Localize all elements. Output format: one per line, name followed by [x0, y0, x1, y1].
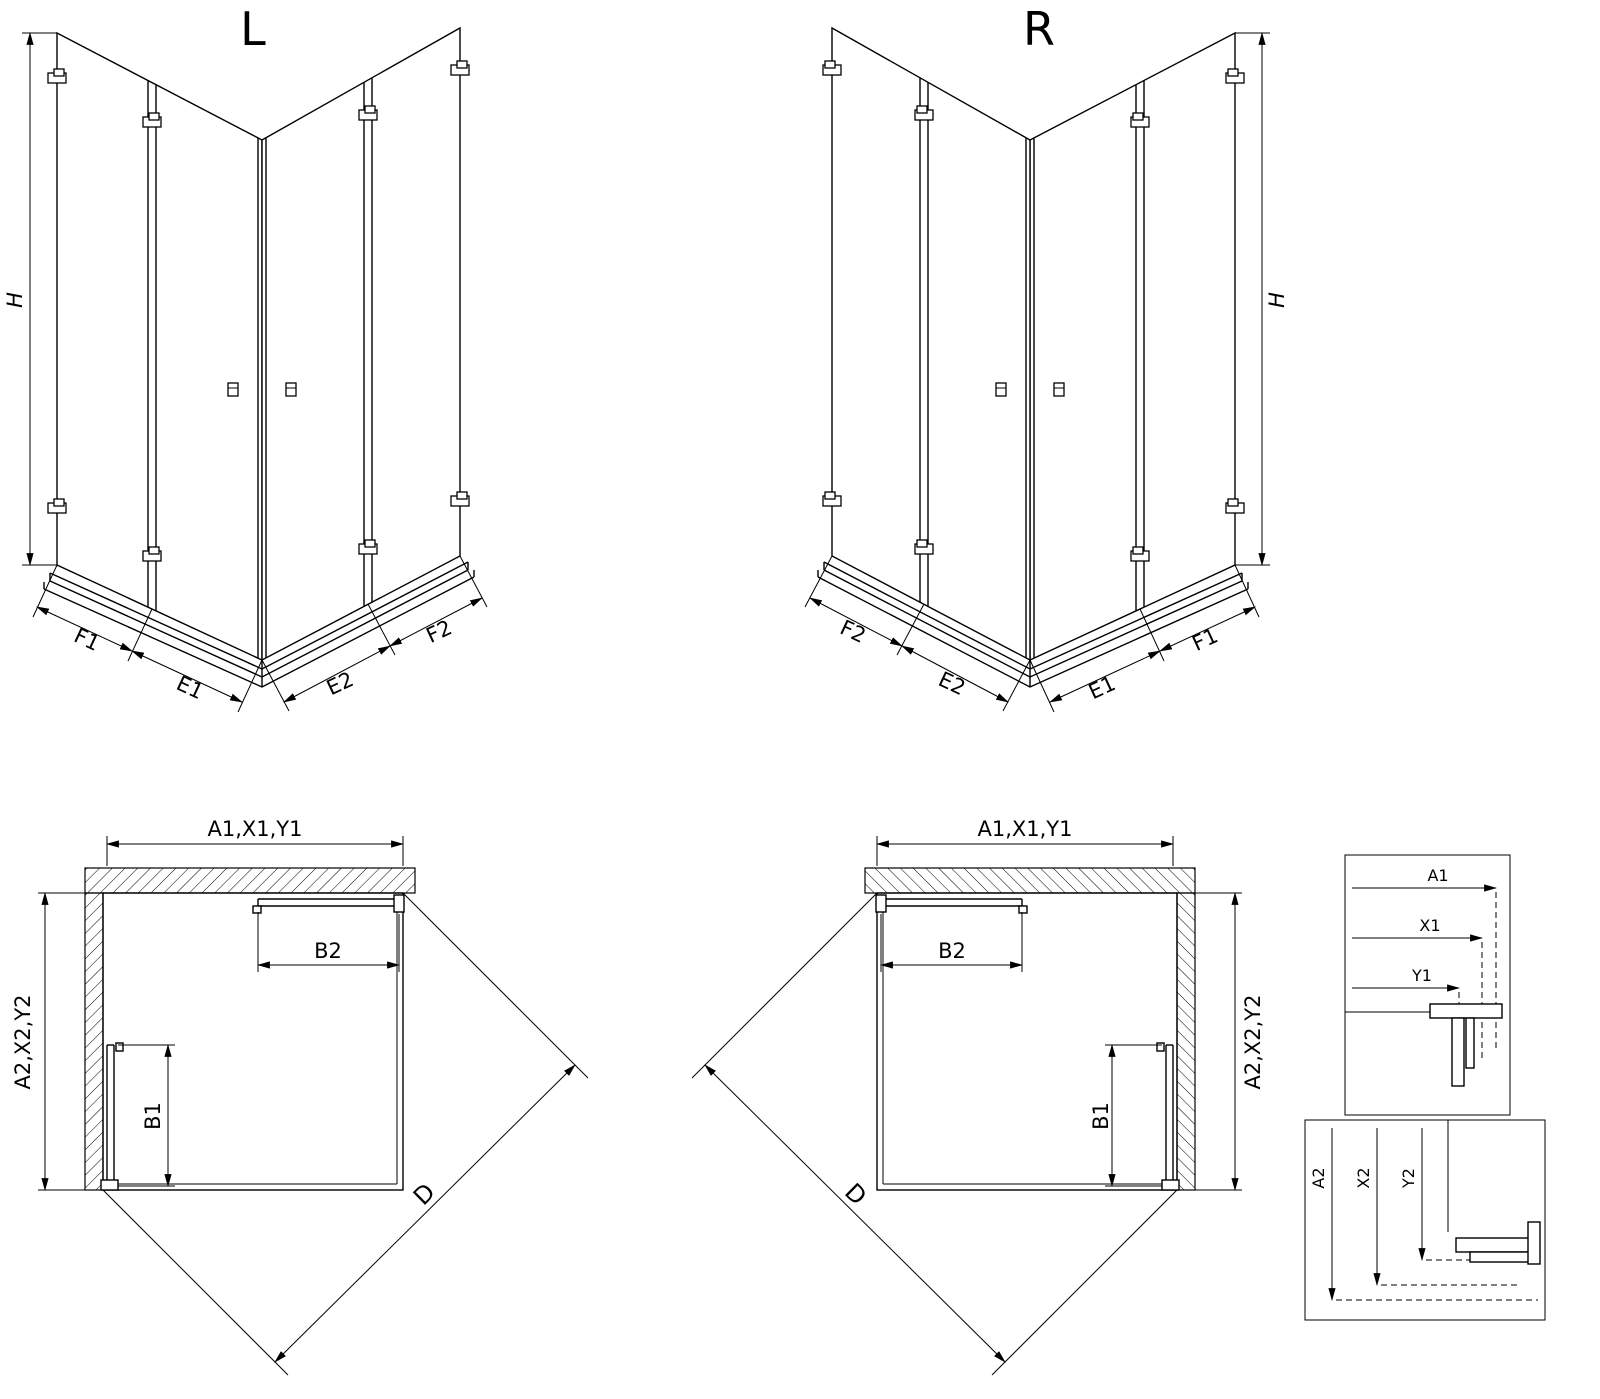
variant-right-label: R: [1023, 2, 1055, 56]
detail-horizontal-dims: A1 X1 Y1: [1344, 854, 1511, 1116]
dim-label-a1x1y1-right: A1,X1,Y1: [977, 817, 1072, 841]
detail-label-x2: X2: [1354, 1167, 1373, 1188]
dim-label-d-right: D: [839, 1178, 872, 1211]
dim-label-d-left: D: [408, 1178, 441, 1211]
dim-label-a2x2y2-left: A2,X2,Y2: [11, 994, 35, 1089]
dim-label-f1-right: F1: [1188, 623, 1221, 655]
dim-label-f1-left: F1: [70, 623, 103, 655]
dim-label-b2-left: B2: [314, 939, 342, 963]
dim-label-a2x2y2-right: A2,X2,Y2: [1241, 994, 1265, 1089]
detail-label-y2: Y2: [1399, 1168, 1418, 1189]
wall-profile-section-bottom: [1455, 1221, 1541, 1265]
wall-profile-section-top: [1429, 1003, 1503, 1087]
detail-label-y1: Y1: [1411, 966, 1432, 985]
dim-label-e2-left: E2: [323, 667, 357, 700]
detail-label-a1: A1: [1427, 866, 1448, 885]
detail-label-a2: A2: [1309, 1167, 1328, 1188]
iso-view-right: R H F1 E1 E2 F2: [805, 2, 1289, 712]
dim-label-e1-right: E1: [1085, 671, 1119, 704]
dim-label-a1x1y1-left: A1,X1,Y1: [207, 817, 302, 841]
dim-label-b1-left: B1: [141, 1102, 165, 1130]
dim-label-b1-right: B1: [1089, 1102, 1113, 1130]
plan-view-right: A1,X1,Y1 B2 B1 A2,X2,Y2 D: [692, 817, 1265, 1375]
dim-label-e1-left: E1: [173, 671, 207, 704]
dim-label-b2-right: B2: [938, 939, 966, 963]
detail-vertical-dims: A2 X2 Y2: [1304, 1119, 1546, 1321]
iso-view-left: L H F1 E1 E2 F2: [3, 2, 487, 712]
dim-label-h-left: H: [3, 292, 27, 308]
dim-label-f2-left: F2: [422, 615, 455, 647]
variant-left-label: L: [240, 2, 266, 56]
dim-label-e2-right: E2: [935, 667, 969, 700]
detail-label-x1: X1: [1419, 916, 1440, 935]
plan-view-left: A1,X1,Y1 B2 B1 A2,X2,Y2 D: [11, 817, 588, 1375]
dim-label-h-right: H: [1265, 292, 1289, 308]
dim-label-f2-right: F2: [836, 615, 869, 647]
